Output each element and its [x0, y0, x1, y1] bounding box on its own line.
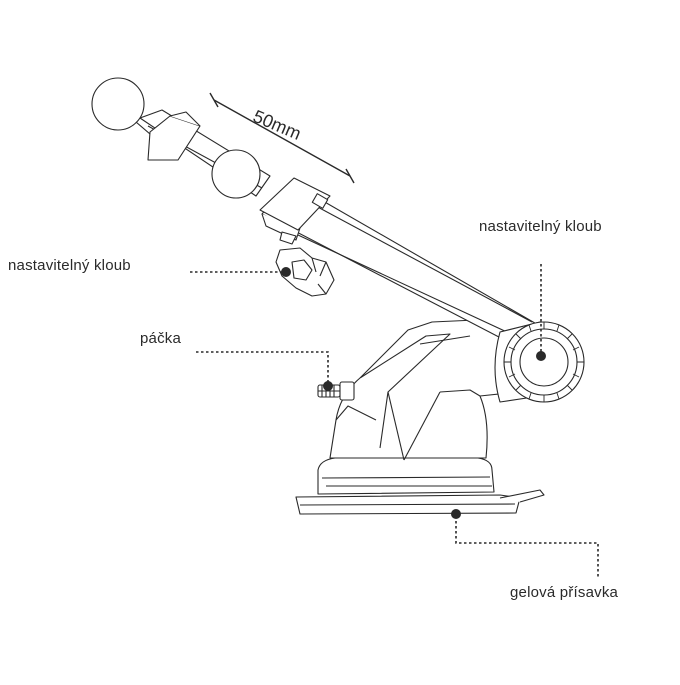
dimension-line	[209, 92, 355, 184]
dot-left-joint	[281, 267, 291, 277]
dot-right-joint	[536, 351, 546, 361]
arm-collar	[259, 177, 331, 245]
leader-lever	[196, 351, 329, 382]
right-joint-cylinder	[494, 321, 585, 403]
arm-outer-tube	[261, 181, 541, 349]
ball-head-top	[91, 77, 145, 131]
suction-cup-base	[295, 457, 545, 515]
ball-head-middle	[211, 149, 261, 199]
dot-lever	[323, 381, 333, 391]
label-right-adjustable-joint: nastavitelný kloub	[479, 218, 602, 235]
label-gel-suction-cup: gelová přísavka	[510, 584, 619, 601]
label-left-adjustable-joint: nastavitelný kloub	[8, 257, 131, 274]
dot-suction	[451, 509, 461, 519]
pedestal	[329, 317, 521, 461]
left-adjustable-knob	[275, 247, 335, 297]
leader-suction	[455, 516, 599, 578]
label-lever: páčka	[140, 330, 182, 347]
